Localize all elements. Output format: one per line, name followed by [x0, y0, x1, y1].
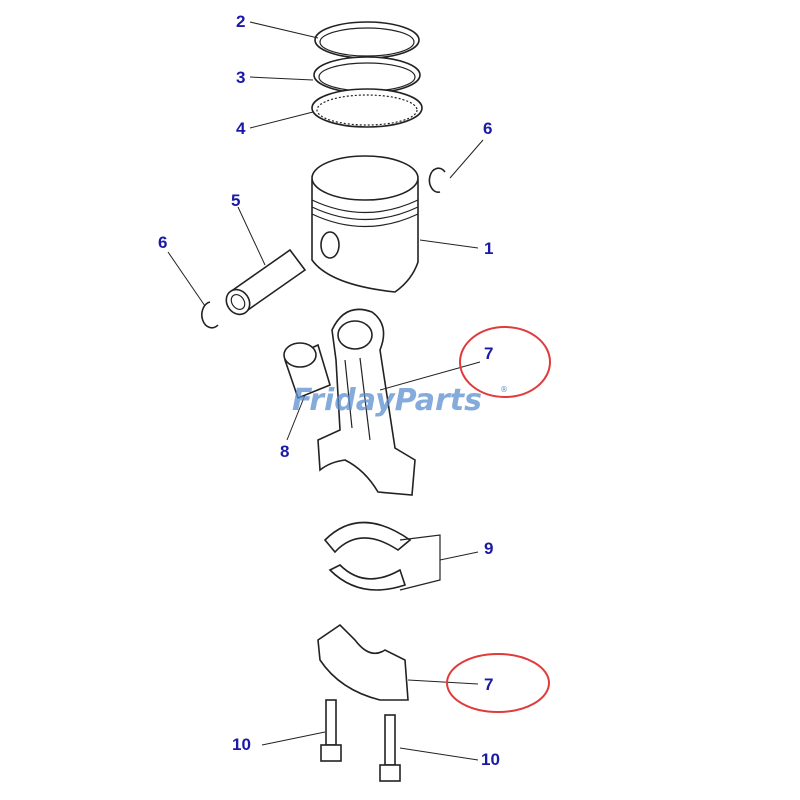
label-ring-oil: 4	[236, 119, 246, 138]
piston-pin	[225, 248, 307, 316]
label-bearing: 9	[484, 539, 493, 558]
watermark-logo: FridayParts ®	[292, 383, 508, 418]
snap-ring-right	[428, 167, 446, 193]
rod-cap	[317, 623, 409, 701]
label-bolt-right: 10	[481, 750, 500, 769]
piston-ring-top	[314, 21, 420, 59]
label-rod-cap: 7	[484, 675, 493, 694]
label-piston: 1	[484, 239, 493, 258]
registered-mark: ®	[500, 385, 508, 394]
label-ring-top: 2	[236, 12, 245, 31]
highlight-rod-cap	[446, 653, 550, 713]
label-snap-ring-left: 6	[158, 233, 167, 252]
label-connecting-rod: 7	[484, 344, 493, 363]
connecting-rod	[317, 308, 416, 496]
piston-ring-second	[313, 56, 421, 94]
bushing	[283, 342, 331, 400]
label-ring-second: 3	[236, 68, 245, 87]
piston-ring-oil	[311, 88, 423, 128]
bolt-right	[379, 714, 401, 782]
label-piston-pin: 5	[231, 191, 240, 210]
watermark-text: FridayParts	[292, 383, 482, 418]
label-snap-ring-right: 6	[483, 119, 492, 138]
label-bolt-left: 10	[232, 735, 251, 754]
leader-lines	[167, 21, 484, 761]
piston	[311, 155, 419, 293]
bolt-left	[320, 699, 342, 762]
bearing	[323, 521, 441, 591]
highlight-connecting-rod	[459, 326, 551, 398]
label-bushing: 8	[280, 442, 289, 461]
snap-ring-left	[201, 301, 219, 329]
